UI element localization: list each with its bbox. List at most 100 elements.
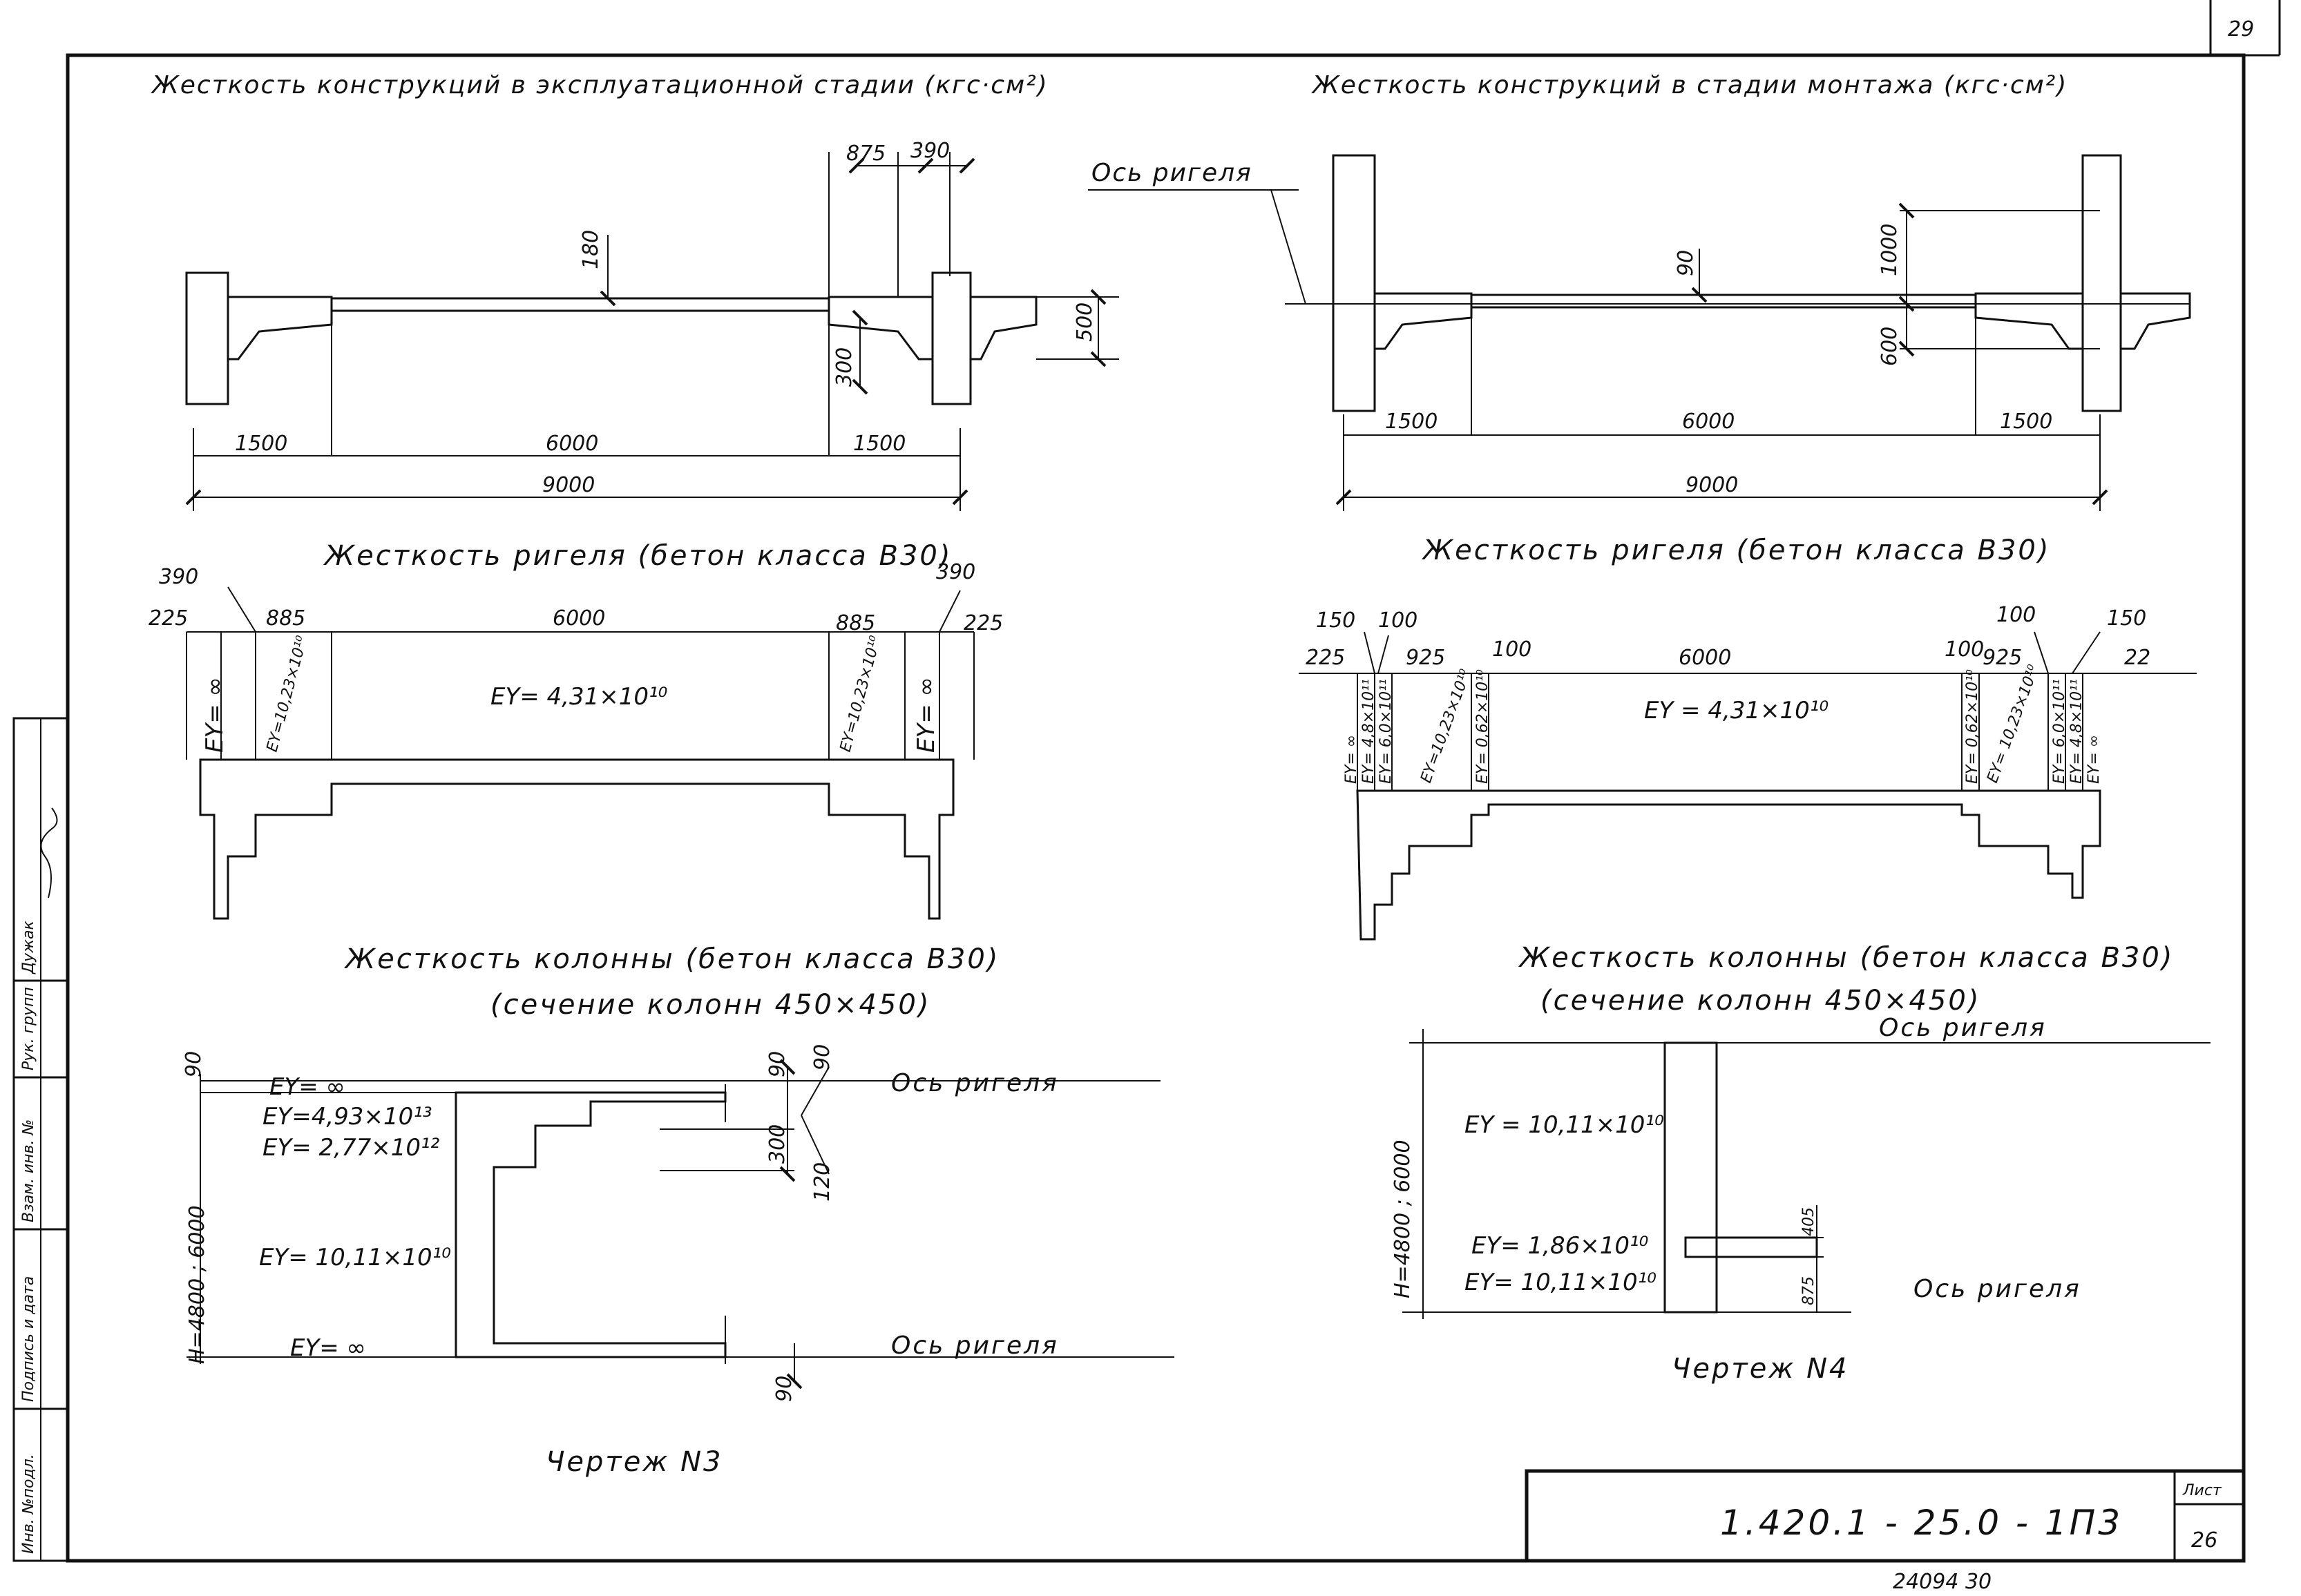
left-beam-ey-inf-b: EY= ∞	[913, 677, 940, 753]
left-beam-dim-225a: 225	[149, 606, 188, 631]
left-dim-1500a: 1500	[235, 432, 287, 456]
right-beam-ey-b3: EY= 6,0×10¹¹	[2051, 679, 2068, 784]
right-beam-ey-b2: EY= 10,23×10¹⁰	[1984, 662, 2043, 785]
left-column-dim-90c: 90	[810, 1044, 834, 1070]
right-dim-1000: 1000	[1878, 224, 1902, 276]
left-beam-caption: Жесткость ригеля (бетон класса В30)	[323, 540, 952, 572]
left-column-ey-inf-top: EY= ∞	[269, 1073, 345, 1101]
right-column-height: H=4800 ; 6000	[1391, 1140, 1415, 1298]
stamp-cell-replace: Взам. инв. №	[20, 1119, 37, 1222]
right-beam-dim-100d: 100	[1996, 603, 2036, 627]
left-stamp	[12, 717, 69, 1562]
right-dim-90: 90	[1674, 250, 1698, 276]
left-beam-diagram	[186, 586, 975, 920]
right-column-axis-bot: Ось ригеля	[1913, 1275, 2081, 1303]
right-beam-ey-a2: EY= 4,8×10¹¹	[1360, 679, 1377, 784]
left-beam-dim-885b: 885	[836, 611, 875, 635]
left-column-dim-120: 120	[810, 1162, 834, 1202]
right-column-ey-2: EY= 1,86×10¹⁰	[1471, 1232, 1649, 1260]
right-column-diagram	[1402, 1029, 2211, 1319]
left-beam-dim-225b: 225	[964, 611, 1003, 635]
left-beam-ey-side-b: EY=10,23×10¹⁰	[837, 634, 885, 754]
stamp-cell-signature: Подпись и дата	[20, 1276, 37, 1402]
right-dim-1500a: 1500	[1385, 410, 1438, 434]
left-column-height: H=4800 ; 6000	[185, 1205, 209, 1364]
right-axis-label: Ось ригеля	[1091, 159, 1252, 187]
left-top-title: Жесткость конструкций в эксплуатационной…	[151, 71, 1049, 99]
left-beam-dim-390a: 390	[159, 565, 198, 589]
right-beam-ey-b4: EY= 4,8×10¹¹	[2068, 679, 2085, 784]
left-column-axis-bot: Ось ригеля	[891, 1331, 1059, 1360]
left-frame-drawing	[185, 152, 1119, 511]
left-column-ey-3: EY= 10,11×10¹⁰	[259, 1244, 451, 1271]
bottom-number: 24094 30	[1893, 1570, 1992, 1594]
stamp-cell-name: Дужак	[20, 920, 37, 974]
sheet-number: 26	[2191, 1528, 2217, 1552]
right-beam-dim-22: 22	[2124, 646, 2150, 670]
left-column-dim-300: 300	[765, 1124, 790, 1164]
left-beam-dim-885a: 885	[266, 606, 305, 631]
right-top-title: Жесткость конструкций в стадии монтажа (…	[1311, 71, 2068, 99]
left-drawing-label: Чертеж N3	[546, 1446, 723, 1478]
left-column-ey-2: EY= 2,77×10¹²	[262, 1134, 440, 1162]
corner-mark: 29	[2228, 17, 2254, 41]
stamp-cell-group: Рук. групп	[20, 987, 37, 1070]
left-dim-300: 300	[832, 347, 857, 387]
left-beam-ey-main: EY= 4,31×10¹⁰	[490, 683, 668, 711]
left-beam-ey-inf-a: EY= ∞	[201, 677, 229, 753]
right-dim-600: 600	[1878, 327, 1902, 366]
right-column-caption-2: (сечение колонн 450×450)	[1540, 985, 1980, 1017]
left-column-ey-inf-bot: EY= ∞	[290, 1334, 366, 1362]
left-dim-180: 180	[579, 230, 603, 269]
right-beam-dim-100a: 100	[1378, 608, 1417, 633]
left-column-diagram	[187, 1059, 1174, 1390]
sheet-frame	[66, 0, 2281, 1563]
right-beam-caption: Жесткость ригеля (бетон класса В30)	[1421, 535, 2050, 566]
right-column-caption-1: Жесткость колонны (бетон класса В30)	[1518, 942, 2174, 974]
right-beam-dim-925b: 925	[1983, 646, 2022, 670]
right-beam-dim-100b: 100	[1492, 637, 1531, 662]
right-dim-6000: 6000	[1682, 410, 1735, 434]
right-beam-dim-6000: 6000	[1679, 646, 1731, 670]
right-beam-ey-inf-a: EY= ∞	[1343, 735, 1360, 784]
left-dim-9000: 9000	[542, 473, 595, 497]
right-beam-ey-main: EY = 4,31×10¹⁰	[1644, 697, 1829, 724]
right-beam-ey-a4: EY=10,23×10¹⁰	[1417, 667, 1475, 785]
left-column-ey-1: EY=4,93×10¹³	[262, 1103, 432, 1131]
sheet-label: Лист	[2182, 1482, 2222, 1499]
right-frame-drawing	[1088, 154, 2191, 511]
left-beam-ey-side-a: EY=10,23×10¹⁰	[264, 634, 312, 754]
left-dim-875: 875	[846, 142, 886, 166]
right-beam-dim-925a: 925	[1406, 646, 1445, 670]
right-beam-dim-100c: 100	[1945, 637, 1984, 662]
left-column-caption-1: Жесткость колонны (бетон класса В30)	[343, 943, 1000, 975]
signature-scribble	[40, 807, 58, 898]
left-dim-390: 390	[910, 139, 950, 163]
right-column-axis-top: Ось ригеля	[1879, 1014, 2047, 1042]
right-beam-ey-a3: EY= 6,0×10¹¹	[1377, 679, 1395, 784]
right-drawing-label: Чертеж N4	[1672, 1353, 1849, 1385]
right-beam-ey-inf-b: EY= ∞	[2085, 735, 2103, 784]
doc-code: 1.420.1 - 25.0 - 1П3	[1720, 1503, 2123, 1543]
left-column-dim-90b: 90	[765, 1051, 790, 1077]
left-beam-dim-390b: 390	[936, 560, 975, 584]
right-column-ey-1: EY = 10,11×10¹⁰	[1464, 1111, 1664, 1139]
left-beam-dim-6000: 6000	[553, 606, 605, 631]
right-beam-dim-150a: 150	[1316, 608, 1355, 633]
left-column-dim-90d: 90	[772, 1376, 796, 1402]
left-dim-500: 500	[1073, 302, 1097, 342]
title-block	[1525, 1469, 2246, 1563]
right-dim-1500b: 1500	[2000, 410, 2052, 434]
right-beam-ey-b1: EY= 0,62×10¹⁰	[1964, 669, 1981, 784]
right-beam-dim-225: 225	[1306, 646, 1345, 670]
right-beam-diagram	[1299, 631, 2197, 941]
right-beam-dim-150b: 150	[2107, 606, 2146, 631]
left-column-dim-90a: 90	[182, 1051, 206, 1077]
stamp-cell-inv: Инв. №подл.	[20, 1454, 37, 1554]
left-column-caption-2: (сечение колонн 450×450)	[490, 989, 930, 1021]
left-dim-1500b: 1500	[853, 432, 906, 456]
right-column-ey-3: EY= 10,11×10¹⁰	[1464, 1269, 1656, 1296]
right-column-dim-875: 875	[1800, 1276, 1817, 1305]
left-column-axis-top: Ось ригеля	[891, 1069, 1059, 1097]
